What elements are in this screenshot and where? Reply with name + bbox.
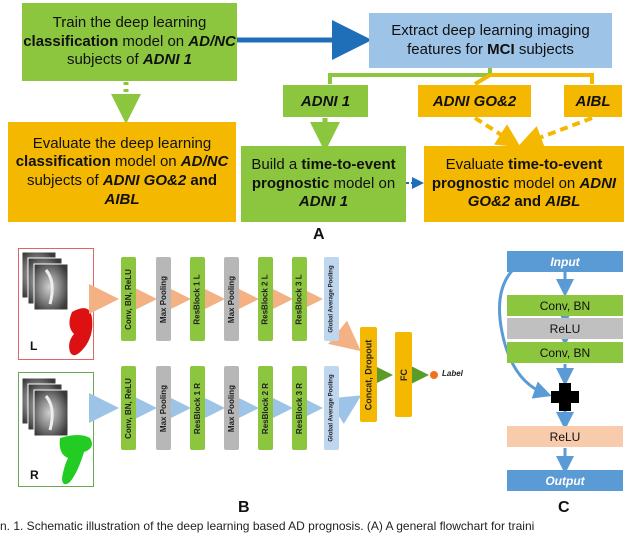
plus-icon bbox=[551, 383, 579, 411]
panel-b-label: B bbox=[238, 499, 250, 516]
row-l-layer-3: ResBlock 1 L bbox=[190, 257, 205, 341]
c-conv-bn-2: Conv, BN bbox=[507, 342, 623, 363]
row-r-layer-4: Max Pooling bbox=[224, 366, 239, 450]
row-r-layer-6: ResBlock 3 R bbox=[292, 366, 307, 450]
label-dot bbox=[430, 371, 438, 379]
row-r-layer-5: ResBlock 2 R bbox=[258, 366, 273, 450]
row-l-layer-4: Max Pooling bbox=[224, 257, 239, 341]
build-prognostic-box: Build a time-to-event prognostic model o… bbox=[241, 146, 406, 222]
row-l-layer-2: Max Pooling bbox=[156, 257, 171, 341]
train-box: Train the deep learning classification m… bbox=[22, 3, 237, 81]
c-relu-1: ReLU bbox=[507, 318, 623, 339]
branch-extract-to-others bbox=[490, 73, 594, 84]
extract-box: Extract deep learning imaging features f… bbox=[369, 13, 612, 68]
cohort-aibl: AIBL bbox=[564, 85, 622, 117]
figure-caption: n. 1. Schematic illustration of the deep… bbox=[0, 519, 535, 533]
concat-dropout-block: Concat, Dropout bbox=[360, 327, 377, 422]
side-label-l: L bbox=[30, 339, 38, 353]
c-relu-2: ReLU bbox=[507, 426, 623, 447]
row-l-layer-7: Global Average Pooling bbox=[324, 257, 339, 341]
fc-block: FC bbox=[395, 332, 412, 417]
arrow-adnigo2-to-eval bbox=[473, 116, 521, 148]
left-hippocampus bbox=[69, 308, 93, 356]
c-conv-bn-1: Conv, BN bbox=[507, 295, 623, 316]
row-r-layer-7: Global Average Pooling bbox=[324, 366, 339, 450]
eval-classification-box: Evaluate the deep learning classificatio… bbox=[8, 122, 236, 222]
output-label: Label bbox=[442, 369, 463, 378]
right-hippocampus bbox=[59, 435, 92, 485]
panel-a-label: A bbox=[313, 226, 325, 243]
row-l-layer-6: ResBlock 3 L bbox=[292, 257, 307, 341]
panel-b-arrows bbox=[89, 284, 438, 424]
c-input: Input bbox=[507, 251, 623, 272]
row-r-layer-1: Conv, BN, ReLU bbox=[121, 366, 136, 450]
mri-images bbox=[21, 251, 93, 485]
arrow-aibl-to-eval bbox=[518, 116, 593, 149]
panel-a-arrows bbox=[111, 20, 594, 189]
panel-c-label: C bbox=[558, 499, 570, 516]
cohort-adnigo2: ADNI GO&2 bbox=[418, 85, 531, 117]
row-r-layer-3: ResBlock 1 R bbox=[190, 366, 205, 450]
c-output: Output bbox=[507, 470, 623, 491]
cohort-adni1: ADNI 1 bbox=[283, 85, 368, 117]
branch-extract-to-adni1 bbox=[328, 68, 492, 84]
row-l-layer-5: ResBlock 2 L bbox=[258, 257, 273, 341]
mri-right-frame bbox=[18, 372, 94, 487]
row-r-layer-2: Max Pooling bbox=[156, 366, 171, 450]
row-l-layer-1: Conv, BN, ReLU bbox=[121, 257, 136, 341]
panel-c-arrows bbox=[498, 260, 579, 474]
eval-prognostic-box: Evaluate time-to-event prognostic model … bbox=[424, 146, 624, 222]
side-label-r: R bbox=[30, 468, 39, 482]
